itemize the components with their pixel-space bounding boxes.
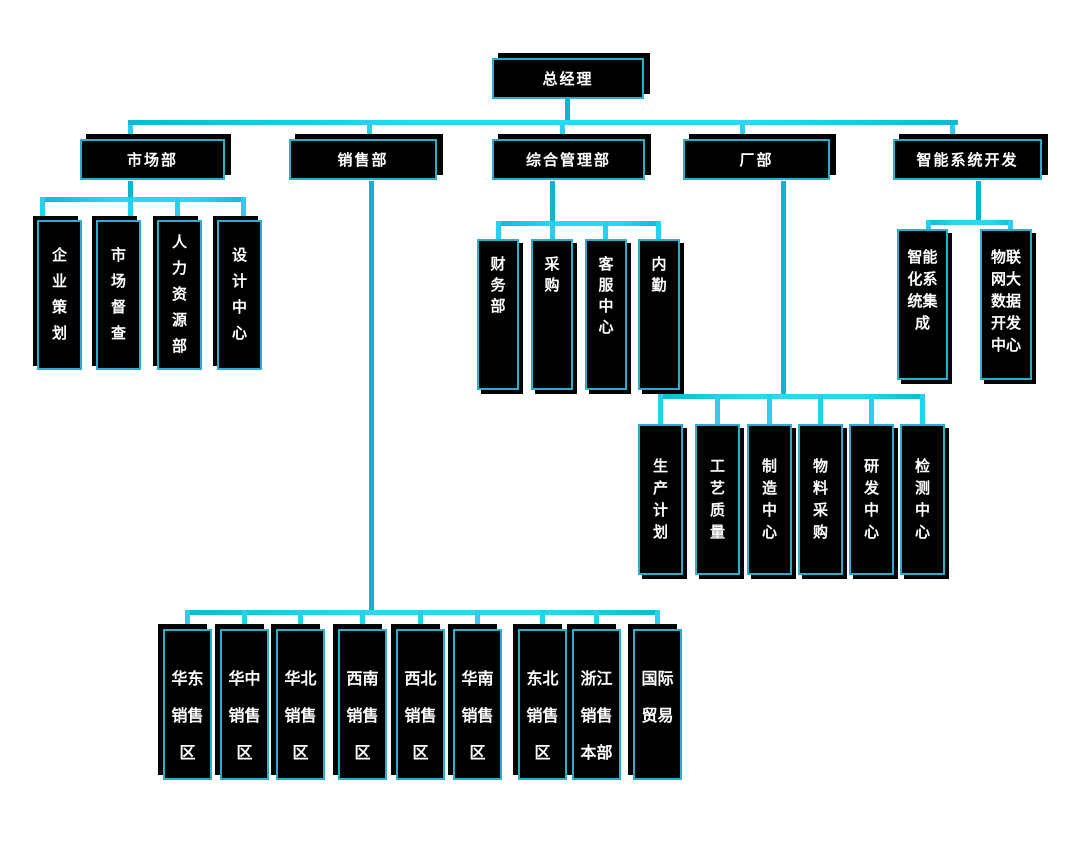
- connector-root-drop: [565, 99, 570, 125]
- connector-sales-stub-8: [594, 610, 599, 629]
- connector-top-rail: [128, 120, 958, 125]
- node-marketing-dept[interactable]: 市场部: [80, 139, 225, 180]
- connector-factory-stub-5: [869, 394, 874, 424]
- node-international-trade[interactable]: 国际 贸易: [633, 629, 682, 780]
- node-admin-dept[interactable]: 综合管理部: [492, 139, 645, 180]
- connector-factory-stub-4: [818, 394, 823, 424]
- node-central-china-sales[interactable]: 华中 销售 区: [220, 629, 269, 780]
- connector-intel-drop: [976, 181, 981, 225]
- connector-marketing-stub-4: [241, 197, 246, 220]
- node-manufacturing-center[interactable]: 制 造 中 心: [747, 424, 792, 575]
- node-market-supervision[interactable]: 市 场 督 查: [96, 220, 141, 370]
- node-testing-center[interactable]: 检 测 中 心: [900, 424, 945, 575]
- node-zhejiang-sales-hq[interactable]: 浙江 销售 本部: [572, 629, 621, 780]
- connector-marketing-stub-3: [175, 197, 180, 220]
- connector-stub-sales: [367, 125, 372, 139]
- connector-factory-stub-6: [920, 394, 925, 424]
- connector-sales-stub-6: [475, 610, 480, 629]
- node-iot-bigdata-center[interactable]: 物联 网大 数据 开发 中心: [980, 229, 1032, 380]
- connector-intel-stub-1: [926, 220, 931, 229]
- node-factory-dept[interactable]: 厂部: [683, 139, 830, 180]
- connector-stub-marketing: [128, 125, 133, 139]
- connector-factory-drop: [781, 181, 786, 399]
- connector-admin-stub-4: [656, 221, 661, 239]
- connector-sales-stub-5: [418, 610, 423, 629]
- connector-sales-stub-4: [360, 610, 365, 629]
- node-south-china-sales[interactable]: 华南 销售 区: [453, 629, 502, 780]
- connector-factory-stub-2: [715, 394, 720, 424]
- connector-factory-stub-3: [767, 394, 772, 424]
- connector-marketing-stub-2: [128, 197, 133, 220]
- connector-intel-rail: [926, 220, 1013, 225]
- connector-admin-stub-3: [603, 221, 608, 239]
- connector-marketing-drop: [128, 181, 133, 202]
- connector-factory-stub-1: [658, 394, 663, 424]
- connector-intel-stub-2: [1008, 220, 1013, 229]
- node-northeast-sales[interactable]: 东北 销售 区: [518, 629, 567, 780]
- node-finance-dept[interactable]: 财 务 部: [477, 239, 519, 390]
- node-production-planning[interactable]: 生 产 计 划: [638, 424, 683, 575]
- node-north-china-sales[interactable]: 华北 销售 区: [276, 629, 325, 780]
- connector-marketing-stub-1: [40, 197, 45, 220]
- node-intelligent-system-integration[interactable]: 智能 化系 统集 成: [897, 229, 948, 380]
- node-customer-service-center[interactable]: 客 服 中 心: [585, 239, 627, 390]
- node-east-china-sales[interactable]: 华东 销售 区: [163, 629, 212, 780]
- connector-marketing-rail: [40, 197, 246, 202]
- node-procurement[interactable]: 采 购: [531, 239, 573, 390]
- node-design-center[interactable]: 设 计 中 心: [217, 220, 262, 370]
- node-hr-dept[interactable]: 人 力 资 源 部: [157, 220, 202, 370]
- connector-admin-stub-1: [496, 221, 501, 239]
- connector-sales-stub-2: [242, 610, 247, 629]
- connector-sales-stub-3: [298, 610, 303, 629]
- connector-stub-factory: [740, 125, 745, 139]
- node-general-manager[interactable]: 总经理: [492, 58, 644, 99]
- node-sales-dept[interactable]: 销售部: [289, 139, 437, 180]
- connector-factory-rail: [658, 394, 925, 399]
- connector-sales-stub-9: [655, 610, 660, 629]
- connector-sales-stub-1: [185, 610, 190, 629]
- connector-stub-admin: [560, 125, 565, 139]
- connector-admin-stub-2: [550, 221, 555, 239]
- connector-sales-drop: [369, 181, 374, 615]
- connector-admin-rail: [496, 221, 661, 226]
- node-intelligent-systems-dept[interactable]: 智能系统开发: [893, 139, 1042, 180]
- connector-stub-intel: [950, 125, 955, 139]
- node-material-purchasing[interactable]: 物 料 采 购: [798, 424, 843, 575]
- connector-sales-stub-7: [540, 610, 545, 629]
- node-enterprise-planning[interactable]: 企 业 策 划: [37, 220, 82, 370]
- node-northwest-sales[interactable]: 西北 销售 区: [396, 629, 445, 780]
- node-southwest-sales[interactable]: 西南 销售 区: [338, 629, 387, 780]
- node-office-support[interactable]: 内 勤: [638, 239, 680, 390]
- node-process-quality[interactable]: 工 艺 质 量: [695, 424, 740, 575]
- connector-admin-drop: [550, 181, 555, 226]
- node-rd-center[interactable]: 研 发 中 心: [849, 424, 894, 575]
